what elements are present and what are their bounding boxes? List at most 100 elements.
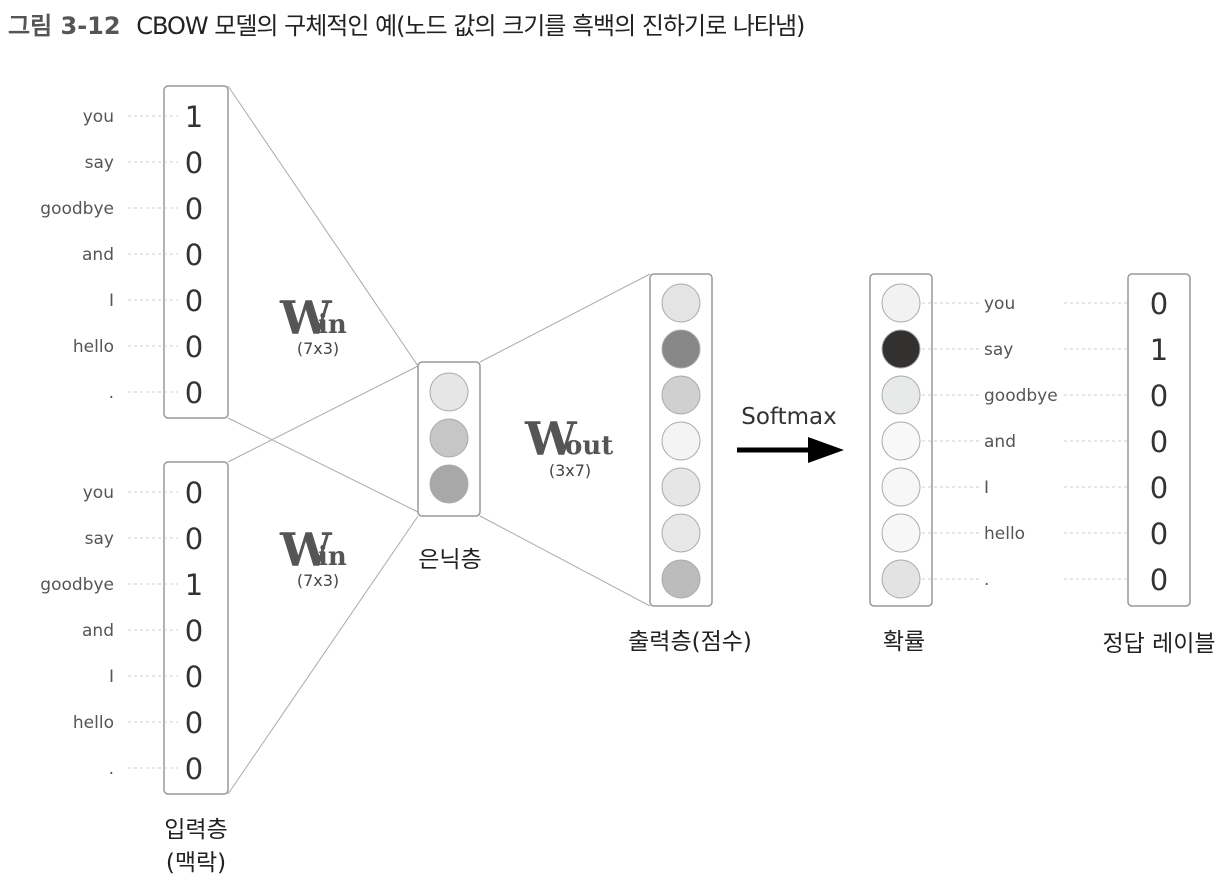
weight-win-top: W in (7x3) bbox=[279, 291, 347, 358]
one-hot-value: 0 bbox=[185, 284, 203, 318]
word-label: say bbox=[85, 153, 114, 173]
weight-subscript: in bbox=[318, 310, 347, 340]
one-hot-value: 1 bbox=[185, 568, 203, 602]
weight-symbol: W bbox=[279, 291, 333, 345]
word-label: . bbox=[109, 759, 114, 779]
word-label: hello bbox=[984, 524, 1025, 544]
line-input2-bottom-to-hidden bbox=[227, 515, 419, 795]
word-label: I bbox=[984, 478, 989, 498]
hidden-layer-title: 은닉층 bbox=[418, 547, 481, 573]
weight-subscript: out bbox=[565, 431, 613, 461]
arrow-head bbox=[808, 437, 844, 463]
word-label: . bbox=[109, 383, 114, 403]
answer-value: 0 bbox=[1150, 287, 1168, 321]
figure-number: 그림 3-12 bbox=[8, 12, 121, 40]
answer-value: 1 bbox=[1150, 333, 1168, 367]
output-node bbox=[661, 421, 701, 461]
answer-layer-title: 정답 레이블 bbox=[1102, 631, 1215, 657]
output-node bbox=[661, 467, 701, 507]
output-node bbox=[661, 513, 701, 553]
hidden-layer: 은닉층 bbox=[417, 361, 482, 573]
probability-node bbox=[881, 559, 921, 599]
output-node bbox=[661, 283, 701, 323]
input-title-line1: 입력층 bbox=[164, 817, 227, 843]
line-input1-top-to-hidden bbox=[227, 85, 419, 367]
one-hot-value: 0 bbox=[185, 146, 203, 180]
word-label: say bbox=[85, 529, 114, 549]
one-hot-value: 0 bbox=[185, 522, 203, 556]
input-box-2 bbox=[163, 461, 229, 795]
figure-title: CBOW 모델의 구체적인 예(노드 값의 크기를 흑백의 진하기로 나타냄) bbox=[136, 12, 805, 40]
word-label: and bbox=[82, 245, 114, 265]
probability-layer-title: 확률 bbox=[883, 629, 925, 655]
word-label: hello bbox=[73, 337, 114, 357]
softmax-arrow: Softmax bbox=[737, 404, 844, 463]
one-hot-value: 0 bbox=[185, 476, 203, 510]
word-label: goodbye bbox=[984, 386, 1058, 406]
answer-value: 0 bbox=[1150, 379, 1168, 413]
answer-layer: 0 1 0 0 0 0 0 정답 레이블 bbox=[1102, 273, 1216, 657]
weight-dimension: (7x3) bbox=[297, 571, 339, 590]
input-box-1 bbox=[163, 85, 229, 419]
output-layer: 출력층(점수) bbox=[628, 273, 752, 655]
one-hot-value: 0 bbox=[185, 192, 203, 226]
one-hot-value: 0 bbox=[185, 706, 203, 740]
answer-value: 0 bbox=[1150, 471, 1168, 505]
weight-dimension: (3x7) bbox=[549, 461, 591, 480]
line-input1-bottom-to-hidden bbox=[227, 417, 419, 513]
one-hot-value: 0 bbox=[185, 614, 203, 648]
one-hot-value: 1 bbox=[185, 100, 203, 134]
probability-node bbox=[881, 467, 921, 507]
weight-dimension: (7x3) bbox=[297, 339, 339, 358]
word-label: goodbye bbox=[40, 575, 114, 595]
figure-caption: 그림 3-12 CBOW 모델의 구체적인 예(노드 값의 크기를 흑백의 진하… bbox=[8, 6, 805, 41]
probability-node bbox=[881, 421, 921, 461]
word-label: say bbox=[984, 340, 1013, 360]
output-layer-title: 출력층(점수) bbox=[628, 629, 752, 655]
weight-symbol: W bbox=[524, 412, 578, 466]
word-label: I bbox=[109, 291, 114, 311]
answer-value: 0 bbox=[1150, 563, 1168, 597]
word-label: and bbox=[82, 621, 114, 641]
one-hot-value: 0 bbox=[185, 376, 203, 410]
probability-node bbox=[881, 283, 921, 323]
word-label: and bbox=[984, 432, 1016, 452]
word-label: . bbox=[984, 570, 989, 590]
weight-symbol: W bbox=[279, 523, 333, 577]
word-label: you bbox=[83, 483, 114, 503]
weight-wout: W out (3x7) bbox=[524, 412, 613, 480]
one-hot-value: 0 bbox=[185, 752, 203, 786]
input-layer-title: 입력층 (맥락) bbox=[164, 817, 227, 876]
probability-node bbox=[881, 513, 921, 553]
hidden-node bbox=[429, 418, 469, 458]
word-label: hello bbox=[73, 713, 114, 733]
connection-lines bbox=[227, 85, 651, 795]
weight-win-bottom: W in (7x3) bbox=[279, 523, 347, 590]
hidden-node bbox=[429, 464, 469, 504]
answer-value: 0 bbox=[1150, 517, 1168, 551]
answer-box bbox=[1127, 273, 1191, 607]
hidden-node bbox=[429, 372, 469, 412]
softmax-label: Softmax bbox=[741, 404, 837, 430]
output-node bbox=[661, 375, 701, 415]
output-node bbox=[661, 559, 701, 599]
line-hidden-top-to-output bbox=[479, 273, 651, 363]
answer-value: 0 bbox=[1150, 425, 1168, 459]
one-hot-value: 0 bbox=[185, 660, 203, 694]
one-hot-value: 0 bbox=[185, 238, 203, 272]
word-label: you bbox=[83, 107, 114, 127]
word-label: I bbox=[109, 667, 114, 687]
word-label: you bbox=[984, 294, 1015, 314]
output-node bbox=[661, 329, 701, 369]
weight-subscript: in bbox=[318, 542, 347, 572]
probability-node bbox=[881, 329, 921, 369]
probability-node bbox=[881, 375, 921, 415]
line-hidden-bottom-to-output bbox=[479, 515, 651, 607]
one-hot-value: 0 bbox=[185, 330, 203, 364]
line-input2-top-to-hidden bbox=[227, 365, 419, 463]
word-label: goodbye bbox=[40, 199, 114, 219]
